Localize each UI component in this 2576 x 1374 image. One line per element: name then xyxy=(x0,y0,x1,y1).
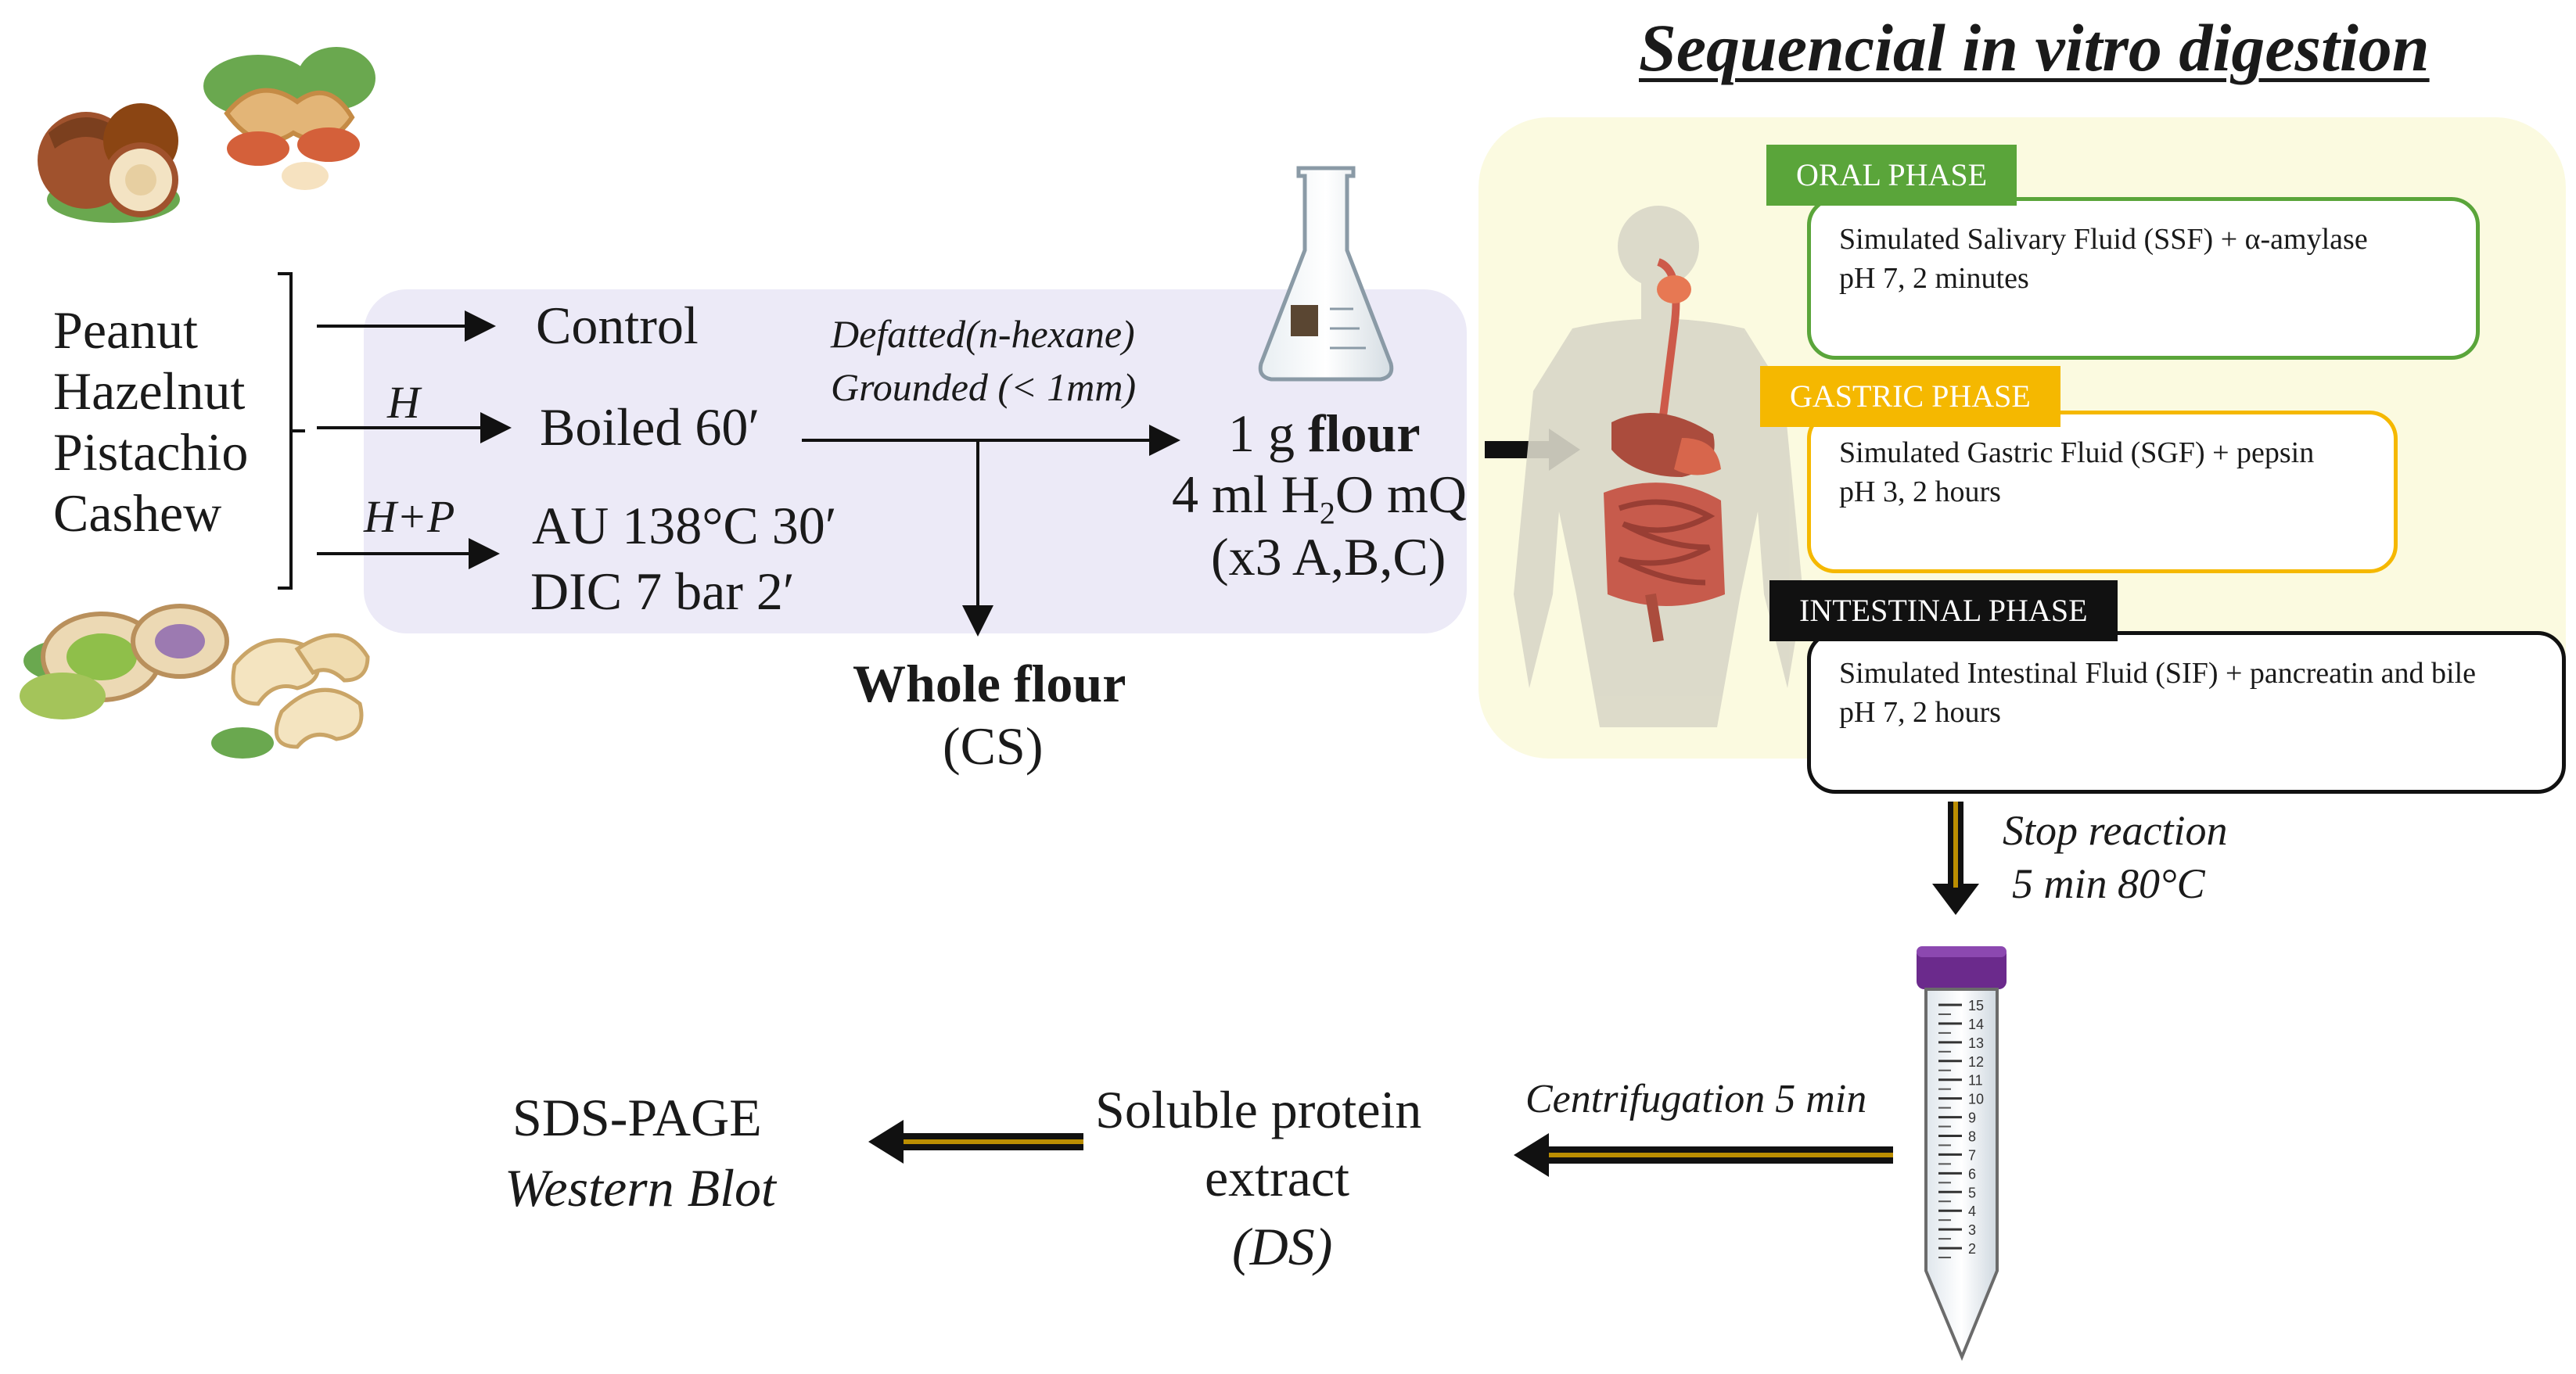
nut-list: Peanut Hazelnut Pistachio Cashew xyxy=(53,300,248,544)
analysis-sds-page: SDS-PAGE xyxy=(512,1088,762,1147)
gastric-phase-conditions: pH 3, 2 hours xyxy=(1839,475,2001,508)
peanut-illustration xyxy=(203,47,375,190)
cashew-illustration xyxy=(211,633,370,759)
oral-phase-fluid: Simulated Salivary Fluid (SSF) + α-amyla… xyxy=(1839,223,2368,256)
tube-tick-label: 10 xyxy=(1968,1092,1984,1107)
nut-pistachio: Pistachio xyxy=(53,422,249,482)
intestinal-phase-fluid: Simulated Intestinal Fluid (SIF) + pancr… xyxy=(1839,657,2476,690)
tube-tick-label: 12 xyxy=(1968,1054,1984,1070)
tube-tick-label: 14 xyxy=(1968,1017,1984,1032)
oral-phase-conditions: pH 7, 2 minutes xyxy=(1839,262,2029,295)
nut-peanut: Peanut xyxy=(53,300,199,360)
pistachio-illustration xyxy=(20,604,229,719)
tube-tick-label: 11 xyxy=(1968,1073,1983,1089)
label-hp: H+P xyxy=(364,491,455,542)
treatment-au: AU 138°C 30′ xyxy=(532,496,837,555)
nut-cashew: Cashew xyxy=(53,483,222,543)
process-grounded: Grounded (< 1mm) xyxy=(831,365,1137,409)
treatment-dic: DIC 7 bar 2′ xyxy=(530,561,795,621)
gastric-phase-box: Simulated Gastric Fluid (SGF) + pepsin p… xyxy=(1807,411,2398,573)
nut-bracket xyxy=(278,272,293,590)
tube-tick-label: 9 xyxy=(1968,1110,1976,1126)
tube-tick-label: 5 xyxy=(1968,1185,1976,1200)
gastric-phase-fluid: Simulated Gastric Fluid (SGF) + pepsin xyxy=(1839,436,2315,469)
label-h: H xyxy=(387,377,420,428)
hazelnut-illustration xyxy=(38,103,180,223)
tube-tick-label: 6 xyxy=(1968,1166,1976,1182)
diagram-title: Sequencial in vitro digestion xyxy=(1639,10,2430,85)
nut-hazelnut: Hazelnut xyxy=(53,361,246,421)
sample-replicates: (x3 A,B,C) xyxy=(1211,527,1446,587)
treatment-panel xyxy=(364,289,1467,633)
tube-tick-label: 8 xyxy=(1968,1129,1976,1145)
process-defatted: Defatted(n-hexane) xyxy=(831,312,1135,356)
extract-line1: Soluble protein xyxy=(1095,1080,1422,1139)
extract-line2: extract xyxy=(1205,1148,1349,1207)
sample-water: 4 ml H2O mQ xyxy=(1172,465,1468,531)
oral-phase-box: Simulated Salivary Fluid (SSF) + α-amyla… xyxy=(1807,197,2480,360)
tube-tick-label: 7 xyxy=(1968,1147,1976,1163)
falcon-tube-illustration: 15 14 13 12 11 10 9 8 7 6 5 4 3 2 xyxy=(1917,946,2007,1361)
tube-tick-label: 4 xyxy=(1968,1204,1976,1219)
whole-flour-label: Whole flour xyxy=(853,654,1126,713)
tube-tick-label: 3 xyxy=(1968,1222,1976,1238)
tube-graduation-marks: 15 14 13 12 11 10 9 8 7 6 5 4 3 2 xyxy=(1938,998,1984,1259)
whole-flour-code: (CS) xyxy=(943,716,1044,776)
centrifugation-label: Centrifugation 5 min xyxy=(1525,1077,1867,1121)
extract-code: (DS) xyxy=(1232,1217,1333,1276)
intestinal-phase-tab: INTESTINAL PHASE xyxy=(1769,580,2118,641)
flask-illustration xyxy=(1258,166,1394,382)
stop-reaction-label: Stop reaction xyxy=(2003,807,2228,854)
tube-tick-label: 15 xyxy=(1968,998,1984,1013)
stop-reaction-conditions: 5 min 80°C xyxy=(2012,860,2205,907)
tube-tick-label: 2 xyxy=(1968,1241,1976,1257)
treatment-control: Control xyxy=(536,296,699,355)
sample-amount: 1 g flour xyxy=(1228,404,1421,463)
analysis-western-blot: Western Blot xyxy=(505,1158,776,1218)
intestinal-phase-conditions: pH 7, 2 hours xyxy=(1839,696,2001,729)
tube-tick-label: 13 xyxy=(1968,1035,1984,1051)
gastric-phase-tab: GASTRIC PHASE xyxy=(1760,366,2060,427)
intestinal-phase-box: Simulated Intestinal Fluid (SIF) + pancr… xyxy=(1807,631,2566,794)
treatment-boiled: Boiled 60′ xyxy=(540,397,760,457)
oral-phase-tab: ORAL PHASE xyxy=(1766,145,2017,206)
